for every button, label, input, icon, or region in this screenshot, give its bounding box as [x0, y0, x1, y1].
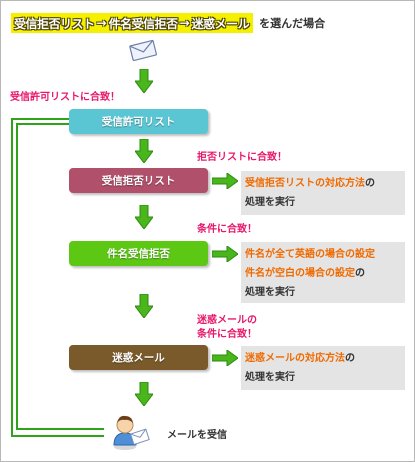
subject-condition-match-note: 条件に合致！	[197, 224, 257, 235]
right-arrow-icon	[212, 173, 238, 189]
reject-list-result: 受信拒否リストの対応方法の 処理を実行	[241, 171, 405, 215]
down-arrow-icon	[135, 69, 153, 93]
result-highlight: 件名が全て英語の場合の設定	[245, 249, 375, 260]
subject-reject-result: 件名が全て英語の場合の設定 件名が空白の場合の設定の 処理を実行	[241, 242, 405, 303]
result-highlight: 件名が空白の場合の設定	[245, 268, 355, 279]
title-highlight: 受信拒否リスト → 件名受信拒否 → 迷惑メール	[11, 13, 254, 33]
title-arrow-icon: →	[96, 16, 107, 30]
down-arrow-icon	[135, 294, 153, 318]
subject-reject-box: 件名受信拒否	[69, 241, 208, 266]
result-plain: 処理を実行	[245, 197, 295, 208]
title-step-1: 受信拒否リスト	[14, 16, 95, 31]
result-plain: 処理を実行	[245, 287, 295, 298]
title-banner: 受信拒否リスト → 件名受信拒否 → 迷惑メール を選んだ場合	[11, 12, 325, 34]
result-highlight: 迷惑メールの対応方法	[245, 353, 345, 364]
right-arrow-icon	[212, 246, 238, 262]
result-tail: の	[365, 178, 375, 189]
down-arrow-icon	[135, 382, 153, 406]
allow-list-label: 受信許可リスト	[101, 116, 176, 128]
spam-result: 迷惑メールの対応方法の 処理を実行	[241, 346, 405, 390]
down-arrow-icon	[135, 139, 153, 163]
title-suffix: を選んだ場合	[259, 17, 326, 30]
title-step-3: 迷惑メール	[191, 16, 250, 31]
receive-mail-label: メールを受信	[167, 430, 227, 441]
spam-label: 迷惑メール	[112, 352, 165, 364]
spam-note-line-1: 迷惑メールの	[197, 315, 257, 326]
result-tail: の	[355, 268, 365, 279]
result-plain: 処理を実行	[245, 372, 295, 383]
spam-condition-match-note: 迷惑メールの 条件に合致！	[197, 314, 257, 342]
title-arrow-icon: →	[179, 16, 190, 30]
envelope-icon	[129, 39, 157, 61]
down-arrow-icon	[135, 205, 153, 229]
person-with-mail-icon	[113, 415, 150, 450]
reject-list-label: 受信拒否リスト	[101, 175, 176, 187]
result-highlight: 受信拒否リストの対応方法	[245, 178, 365, 189]
spam-box: 迷惑メール	[69, 345, 208, 370]
title-step-2: 件名受信拒否	[108, 16, 179, 31]
allow-list-box: 受信許可リスト	[69, 109, 208, 134]
spam-note-line-2: 条件に合致！	[197, 329, 257, 340]
allow-list-match-note: 受信許可リストに合致！	[10, 92, 120, 103]
result-tail: の	[345, 353, 355, 364]
right-arrow-icon	[212, 350, 238, 366]
subject-reject-label: 件名受信拒否	[107, 248, 170, 260]
reject-list-box: 受信拒否リスト	[69, 168, 208, 193]
reject-list-match-note: 拒否リストに合致！	[197, 152, 287, 163]
